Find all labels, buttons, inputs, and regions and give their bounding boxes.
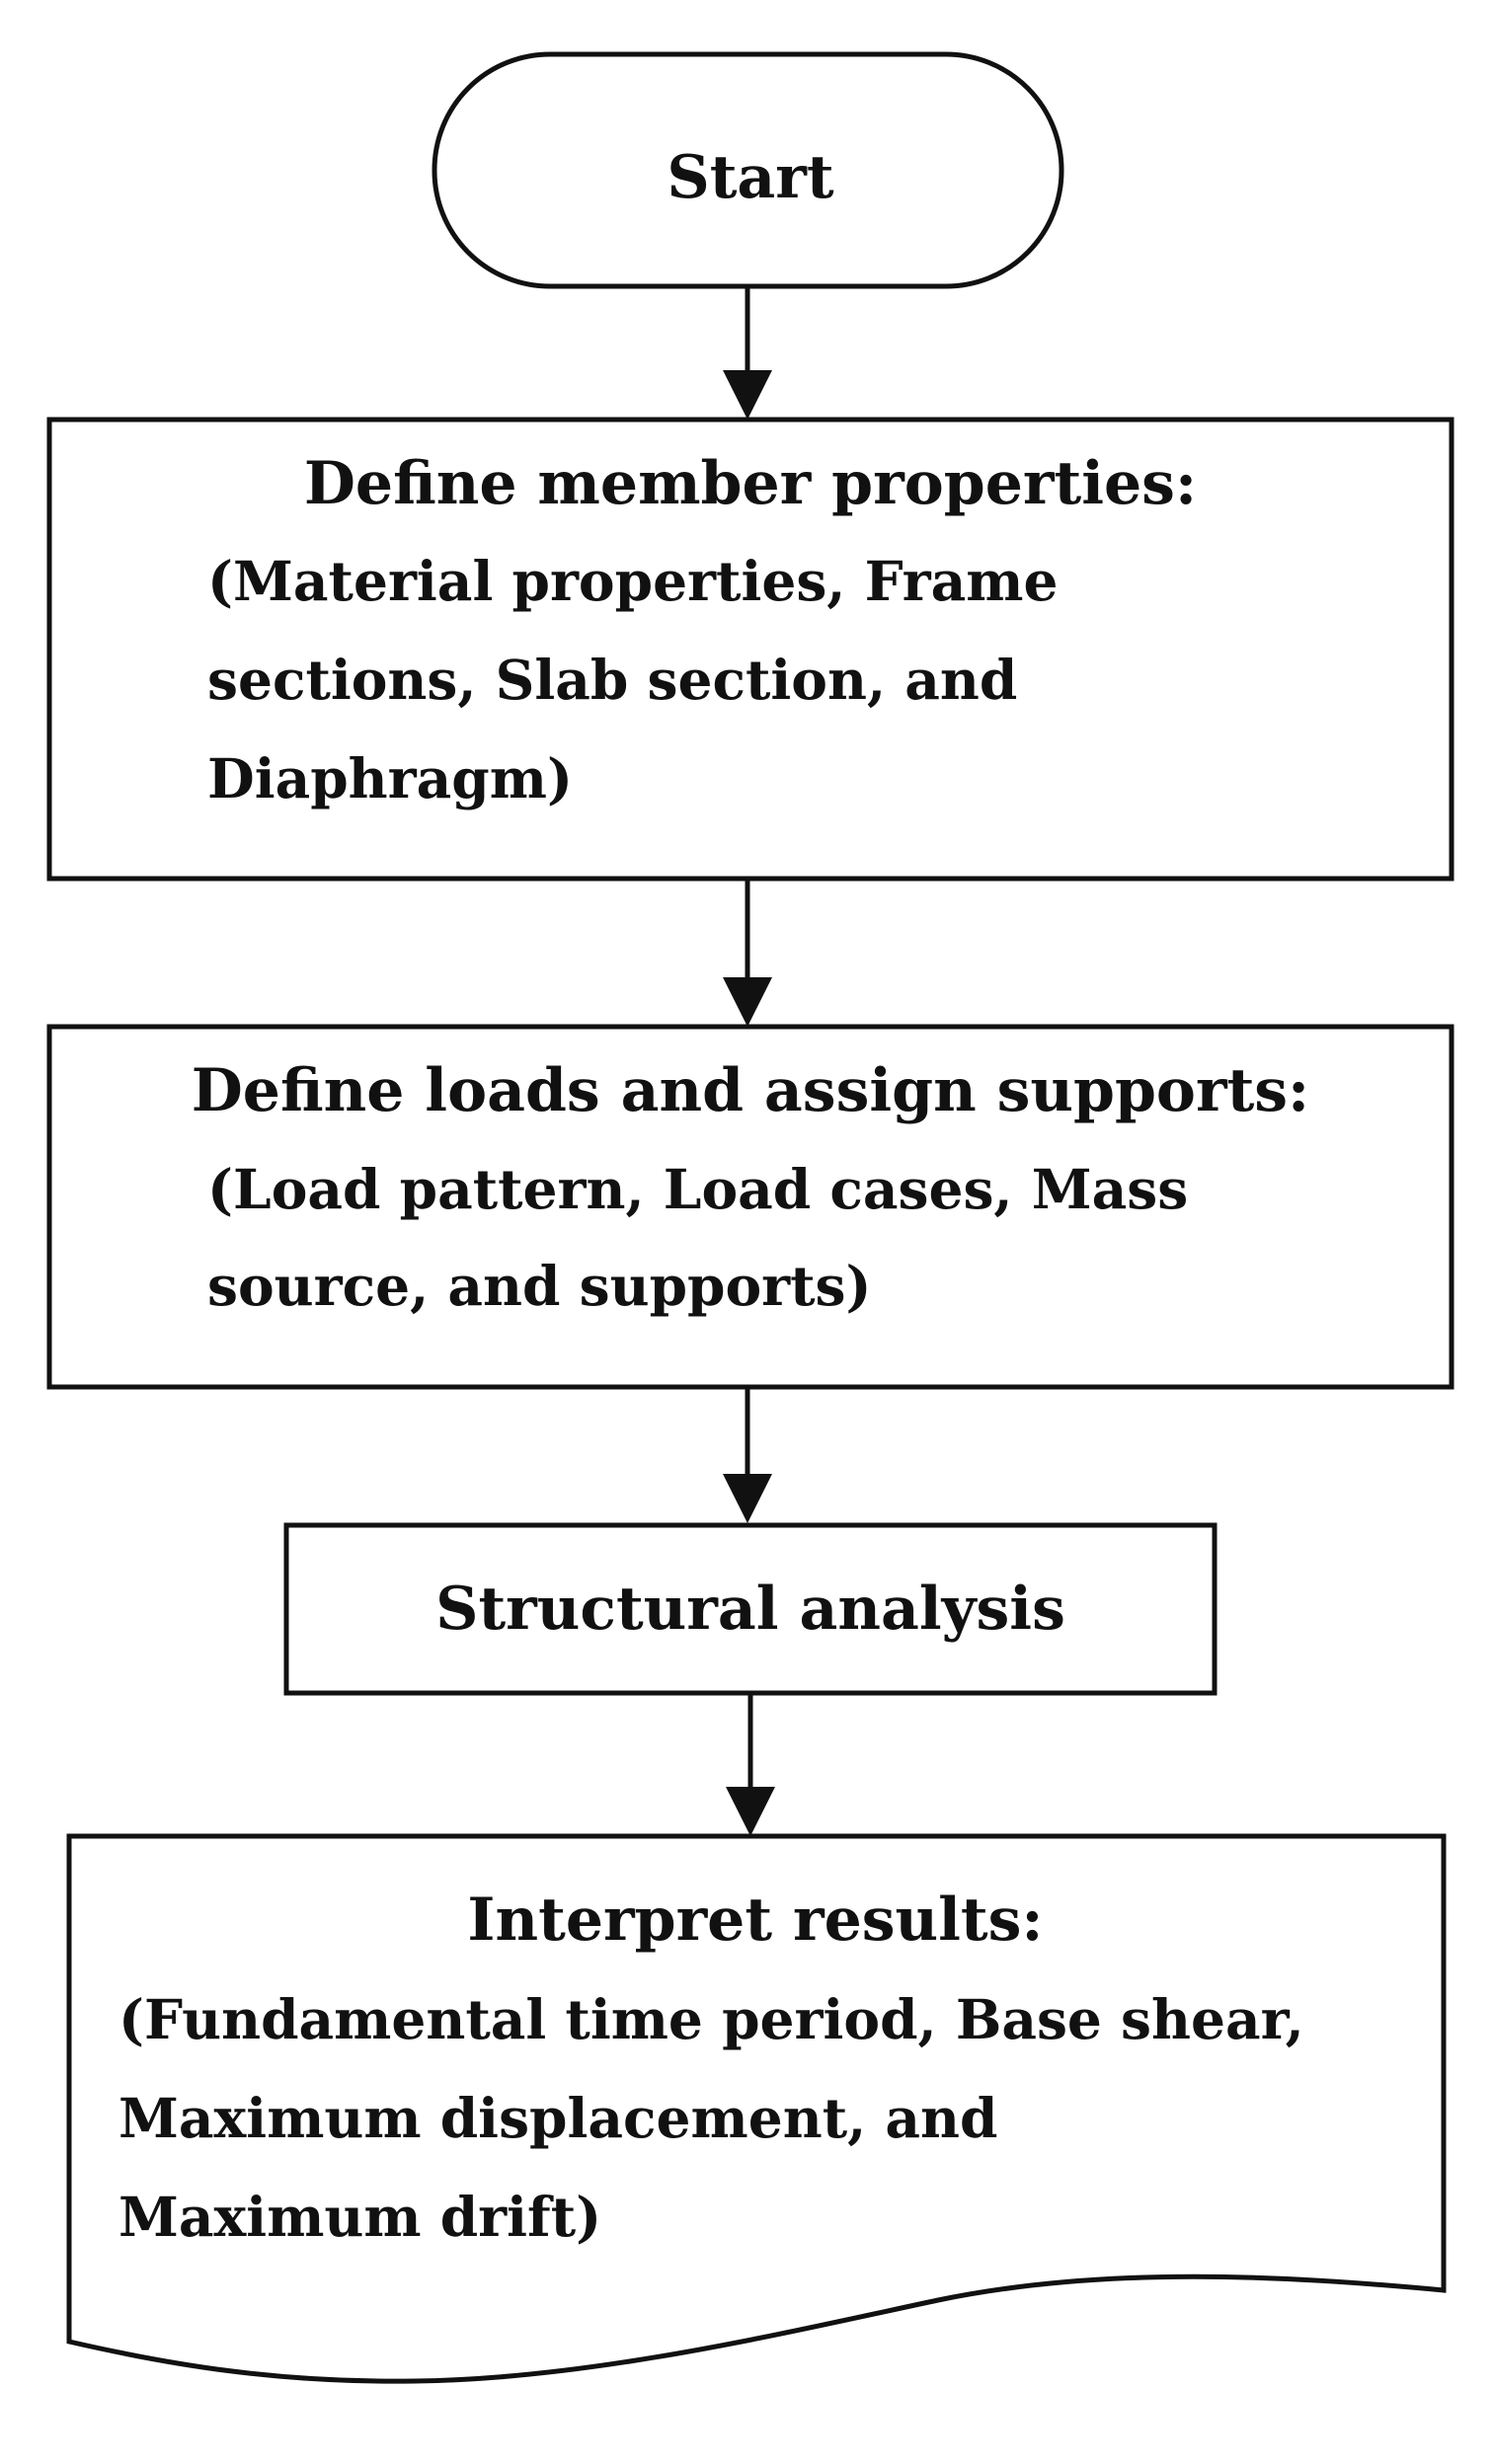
member-properties-heading: Define member properties: — [303, 449, 1198, 518]
structural-analysis-label: Structural analysis — [286, 1525, 1215, 1693]
member-properties-detail: (Material properties, Frame sections, Sl… — [207, 549, 1059, 810]
structural-analysis-box — [283, 1522, 1218, 1696]
loads-supports-box — [46, 1024, 1454, 1390]
member-properties-box — [46, 417, 1454, 882]
structural-analysis-text: Structural analysis — [435, 1575, 1065, 1644]
loads-supports-text: Define loads and assign supports: (Load … — [49, 1046, 1452, 1335]
loads-supports-heading: Define loads and assign supports: — [191, 1056, 1310, 1125]
interpret-results-document — [66, 1833, 1447, 2384]
start-label: Start — [434, 123, 1066, 232]
loads-supports-detail: (Load pattern, Load cases, Mass source, … — [207, 1157, 1189, 1318]
start-text: Start — [667, 143, 834, 212]
interpret-results-detail: (Fundamental time period, Base shear, Ma… — [118, 1987, 1304, 2249]
member-properties-text: Define member properties: (Material prop… — [49, 439, 1452, 828]
interpret-results-text: Interpret results: (Fundamental time per… — [69, 1876, 1442, 2267]
interpret-results-heading: Interpret results: — [467, 1886, 1044, 1955]
